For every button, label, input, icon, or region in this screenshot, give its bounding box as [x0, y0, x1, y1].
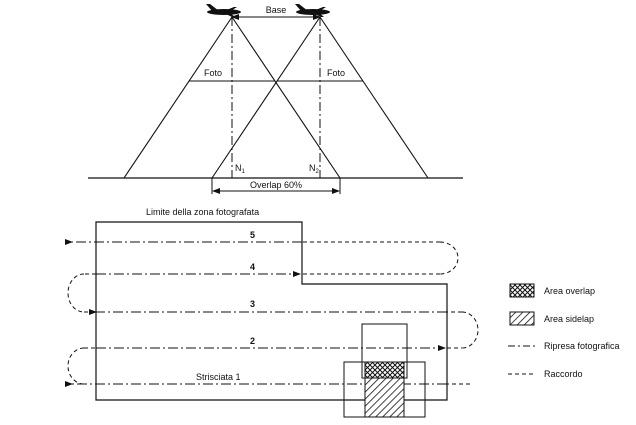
strip-5-label: 5 [250, 230, 255, 240]
strip-4-label: 4 [250, 262, 255, 272]
airplane-right-icon [295, 4, 330, 17]
foto-left-label: Foto [204, 68, 222, 78]
legend-sidelap-swatch [509, 311, 535, 326]
strip-1-label: Strisciata 1 [196, 372, 241, 382]
turn-left-2-1 [67, 347, 85, 385]
strip-2-label: 2 [250, 336, 255, 346]
legend-overlap-label: Area overlap [544, 286, 595, 296]
overlap-label: Overlap 60% [250, 180, 302, 190]
legend-overlap-swatch [509, 283, 535, 298]
turn-right-5-4 [439, 241, 459, 275]
zone-boundary [95, 221, 448, 401]
turn-left-4-3 [67, 273, 85, 313]
cone-left-edge-b [231, 16, 341, 179]
zone-limit-label: Limite della zona fotografata [146, 207, 259, 217]
legend: Area overlap Area sidelap Ripresa fotogr… [508, 283, 620, 379]
base-label: Base [266, 5, 287, 15]
cone-right-edge-b [319, 16, 429, 179]
nadir-right-label: N2 [309, 163, 320, 175]
airplane-left-icon [206, 4, 241, 17]
strip-3-label: 3 [250, 299, 255, 309]
overlap-area [364, 361, 405, 379]
nadir-left-label: N1 [235, 163, 246, 175]
legend-ripresa-label: Ripresa fotografica [544, 341, 620, 351]
cone-left-edge-a [123, 16, 233, 179]
stereo-geometry: Base Foto Foto N1 N2 Overlap 60% [88, 4, 463, 194]
legend-sidelap-label: Area sidelap [544, 314, 594, 324]
legend-raccordo-label: Raccordo [544, 369, 583, 379]
flight-plan: Limite della zona fotografata 5 4 3 2 [65, 207, 479, 418]
turn-right-3-2 [461, 311, 479, 349]
foto-right-label: Foto [327, 68, 345, 78]
cone-right-edge-a [211, 16, 321, 179]
